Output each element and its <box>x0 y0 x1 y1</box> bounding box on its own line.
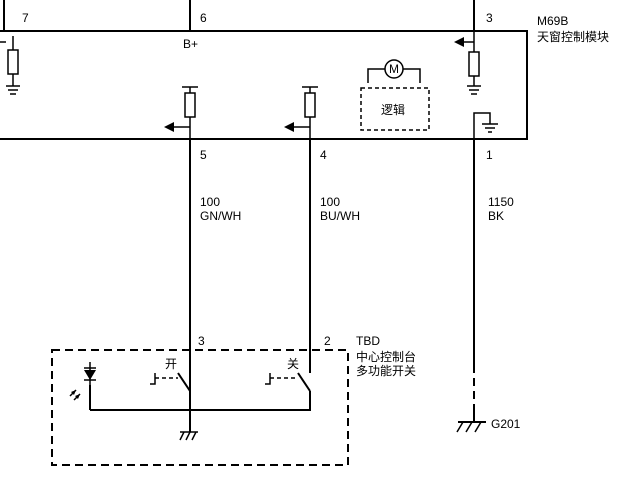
pin-top-3: 3 <box>486 11 493 25</box>
switch-close-label: 关 <box>287 357 299 371</box>
wire-gauge-pin5: 100 <box>200 195 220 209</box>
motor-symbol <box>367 59 421 83</box>
switch-name-line2: 多功能开关 <box>356 364 416 378</box>
switch-ground-icon <box>179 410 198 441</box>
switch-contact-open <box>150 370 191 392</box>
internal-circuit-pin3 <box>454 31 481 95</box>
module-name: 天窗控制模块 <box>537 30 609 44</box>
switch-pin-3: 3 <box>198 334 205 348</box>
pin-bottom-5: 5 <box>200 148 207 162</box>
supply-label: B+ <box>183 37 198 51</box>
ground-id: G201 <box>491 417 521 431</box>
switch-open-label: 开 <box>165 357 177 371</box>
switch-id: TBD <box>356 334 380 348</box>
wire-color-pin4: BU/WH <box>320 209 360 223</box>
internal-circuit-pin7 <box>0 36 20 95</box>
switch-common-bus <box>89 385 311 411</box>
logic-label: 逻辑 <box>381 103 405 117</box>
switch-pin-2: 2 <box>324 334 331 348</box>
module-id: M69B <box>537 14 568 28</box>
logic-box <box>360 87 430 131</box>
switch-box <box>51 349 349 466</box>
motor-label: M <box>389 62 399 76</box>
internal-circuit-pin4 <box>284 86 318 139</box>
led-indicator-icon <box>69 362 96 401</box>
internal-circuit-pin1 <box>473 112 498 139</box>
pin-top-7: 7 <box>22 11 29 25</box>
internal-circuit-pin5 <box>164 86 198 139</box>
switch-name-line1: 中心控制台 <box>356 349 416 364</box>
pin-bottom-1: 1 <box>486 148 493 162</box>
pin-top-6: 6 <box>200 11 207 25</box>
wire-gauge-pin1: 1150 <box>488 195 514 209</box>
switch-contact-close <box>265 370 311 392</box>
chassis-ground-icon <box>456 410 486 433</box>
wire-gauge-pin4: 100 <box>320 195 340 209</box>
wire-color-pin1: BK <box>488 209 504 223</box>
module-box <box>0 30 528 140</box>
wire-color-pin5: GN/WH <box>200 209 241 223</box>
pin-bottom-4: 4 <box>320 148 327 162</box>
